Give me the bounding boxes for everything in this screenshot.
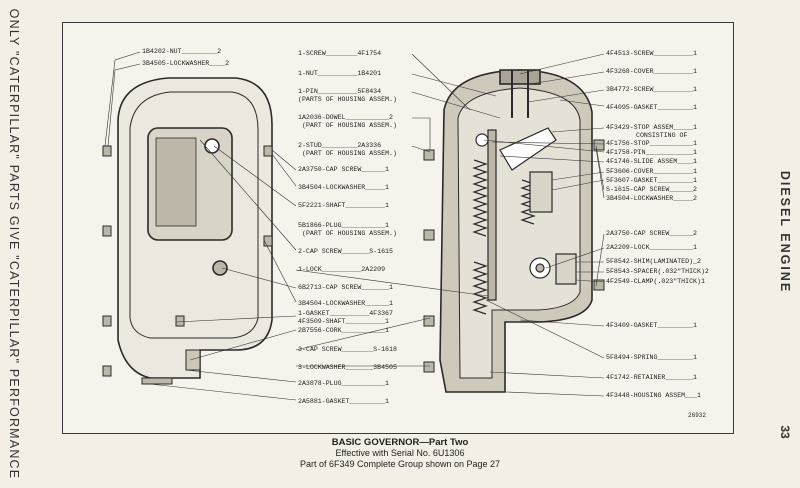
right-housing-section (439, 69, 593, 393)
label-4f1742: 4F1742-RETAINER_______1 (606, 374, 698, 381)
internal-parts (475, 127, 577, 301)
figure-number: 26932 (688, 412, 707, 419)
governor-springs (472, 159, 536, 315)
label-4f1756: 4F1756-STOP___________1 (606, 140, 698, 147)
label-note-housing-4: (PART OF HOUSING ASSEM.) (302, 230, 397, 237)
caption-line-2: Part of 6F349 Complete Group shown on Pa… (299, 459, 501, 469)
label-consisting-of: CONSISTING OF (636, 132, 688, 139)
label-2a3878: 2A3878-PLUG___________1 (298, 380, 390, 387)
label-5f2221: 5F2221-SHAFT__________1 (298, 202, 390, 209)
label-5f8542: 5F8542-SHIM(LAMINATED)_2 (606, 258, 701, 265)
label-6b2713: 6B2713-CAP SCREW_______1 (298, 284, 393, 291)
label-2a3750-right: 2A3750-CAP SCREW______2 (606, 230, 698, 237)
label-note-housing-1: (PARTS OF HOUSING ASSEM.) (298, 96, 397, 103)
label-4f1746: 4F1746-SLIDE ASSEM____1 (606, 158, 698, 165)
label-5f3607: 5F3607-GASKET_________1 (606, 177, 698, 184)
label-2b7556: 2B7556-CORK___________1 (298, 327, 390, 334)
label-4f1754: 1-SCREW________4F1754 (298, 50, 382, 57)
label-1a2036: 1A2036-DOWEL___________2 (298, 114, 393, 121)
label-s1615: 2-CAP SCREW_______S-1615 (298, 248, 393, 255)
label-5f8494: 5F8494-SPRING_________1 (606, 354, 698, 361)
label-2a2209-right: 2A2209-LOCK___________1 (606, 244, 698, 251)
label-3b4504-right: 3B4504-LOCKWASHER_____2 (606, 195, 698, 202)
label-3b4504-left: 3B4504-LOCKWASHER_____1 (298, 184, 390, 191)
caption-title: BASIC GOVERNOR—Part Two (331, 437, 469, 448)
label-note-housing-2: (PART OF HOUSING ASSEM.) (302, 122, 397, 129)
label-3b4772: 3B4772-SCREW__________1 (606, 86, 698, 93)
label-4f3448: 4F3448-HOUSING ASSEM___1 (606, 392, 701, 399)
caption-line-1: Effective with Serial No. 6U1306 (335, 448, 465, 458)
leader-lines (104, 51, 605, 401)
label-2a3336: 2-STUD_________2A3336 (298, 142, 382, 149)
label-3b4504-left2: 3B4504-LOCKWASHER______1 (298, 300, 393, 307)
label-4f3409: 4F3409-GASKET_________1 (606, 322, 698, 329)
label-2a5881: 2A5881-GASKET_________1 (298, 398, 390, 405)
left-housing (117, 77, 273, 385)
label-4f3509: 4F3509-SHAFT__________1 (298, 318, 390, 325)
label-3b4505-mid: 3-LOCKWASHER_______3B4505 (298, 364, 397, 371)
label-5b1866: 5B1866-PLUG___________1 (298, 222, 390, 229)
right-studs (423, 139, 605, 373)
label-4f1758: 4F1758-PIN____________1 (606, 149, 698, 156)
label-5f8543: 5F8543-SPACER(.032"THICK)2 (606, 268, 709, 275)
label-2a3750-left: 2A3750-CAP SCREW______1 (298, 166, 390, 173)
label-4f4095: 4F4095-GASKET_________1 (606, 104, 698, 111)
label-s1618: 3-CAP SCREW________S-1618 (298, 346, 397, 353)
label-2a2209-left: 1-LOCK__________2A2209 (298, 266, 386, 273)
label-1b4202: 1B4202-NUT_________2 (142, 48, 222, 55)
label-4f3268: 4F3268-COVER__________1 (606, 68, 698, 75)
label-3b4505: 3B4505-LOCKWASHER____2 (142, 60, 230, 67)
label-4f4513: 4F4513-SCREW__________1 (606, 50, 698, 57)
label-s1615-right: S-1615-CAP SCREW______2 (606, 186, 698, 193)
label-4f3367: 1-GASKET__________4F3367 (298, 310, 393, 317)
label-5f8434: 1-PIN__________5F8434 (298, 88, 382, 95)
label-note-housing-3: (PART OF HOUSING ASSEM.) (302, 150, 397, 157)
figure-caption: BASIC GOVERNOR—Part Two Effective with S… (0, 437, 800, 470)
label-1b4201: 1-NUT__________1B4201 (298, 70, 382, 77)
left-studs (102, 145, 273, 377)
label-4f3429: 4F3429-STOP ASSEM_____1 (606, 124, 698, 131)
label-4f2549: 4F2549-CLAMP(.023"THICK)1 (606, 278, 705, 285)
label-5f3606: 5F3606-COVER__________1 (606, 168, 698, 175)
